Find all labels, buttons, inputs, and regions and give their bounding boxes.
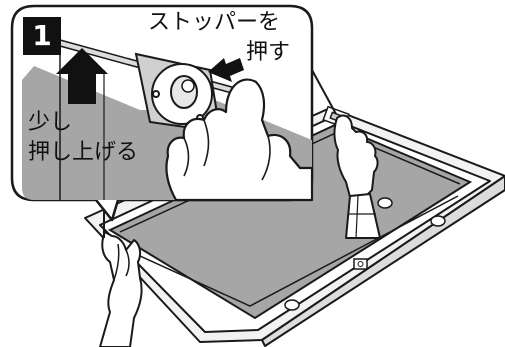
zoom-hand-icon [165,78,314,202]
stopper-bracket [134,52,222,134]
lift-instruction-line2: 押し上げる [28,140,139,165]
up-arrow-icon [56,48,108,104]
stopper-instruction-line2: 押す [246,40,291,65]
step-number-badge: 1 [23,17,61,55]
lift-instruction-line1: 少し [28,110,73,135]
right-hand-icon [333,114,381,239]
rim-holes [284,197,446,311]
left-hand-icon [99,231,143,347]
zoom-callout [10,4,337,222]
press-arrow-icon [208,58,244,82]
stopper-instruction-line1: ストッパーを [148,10,281,35]
square-knob-icon [353,258,368,270]
